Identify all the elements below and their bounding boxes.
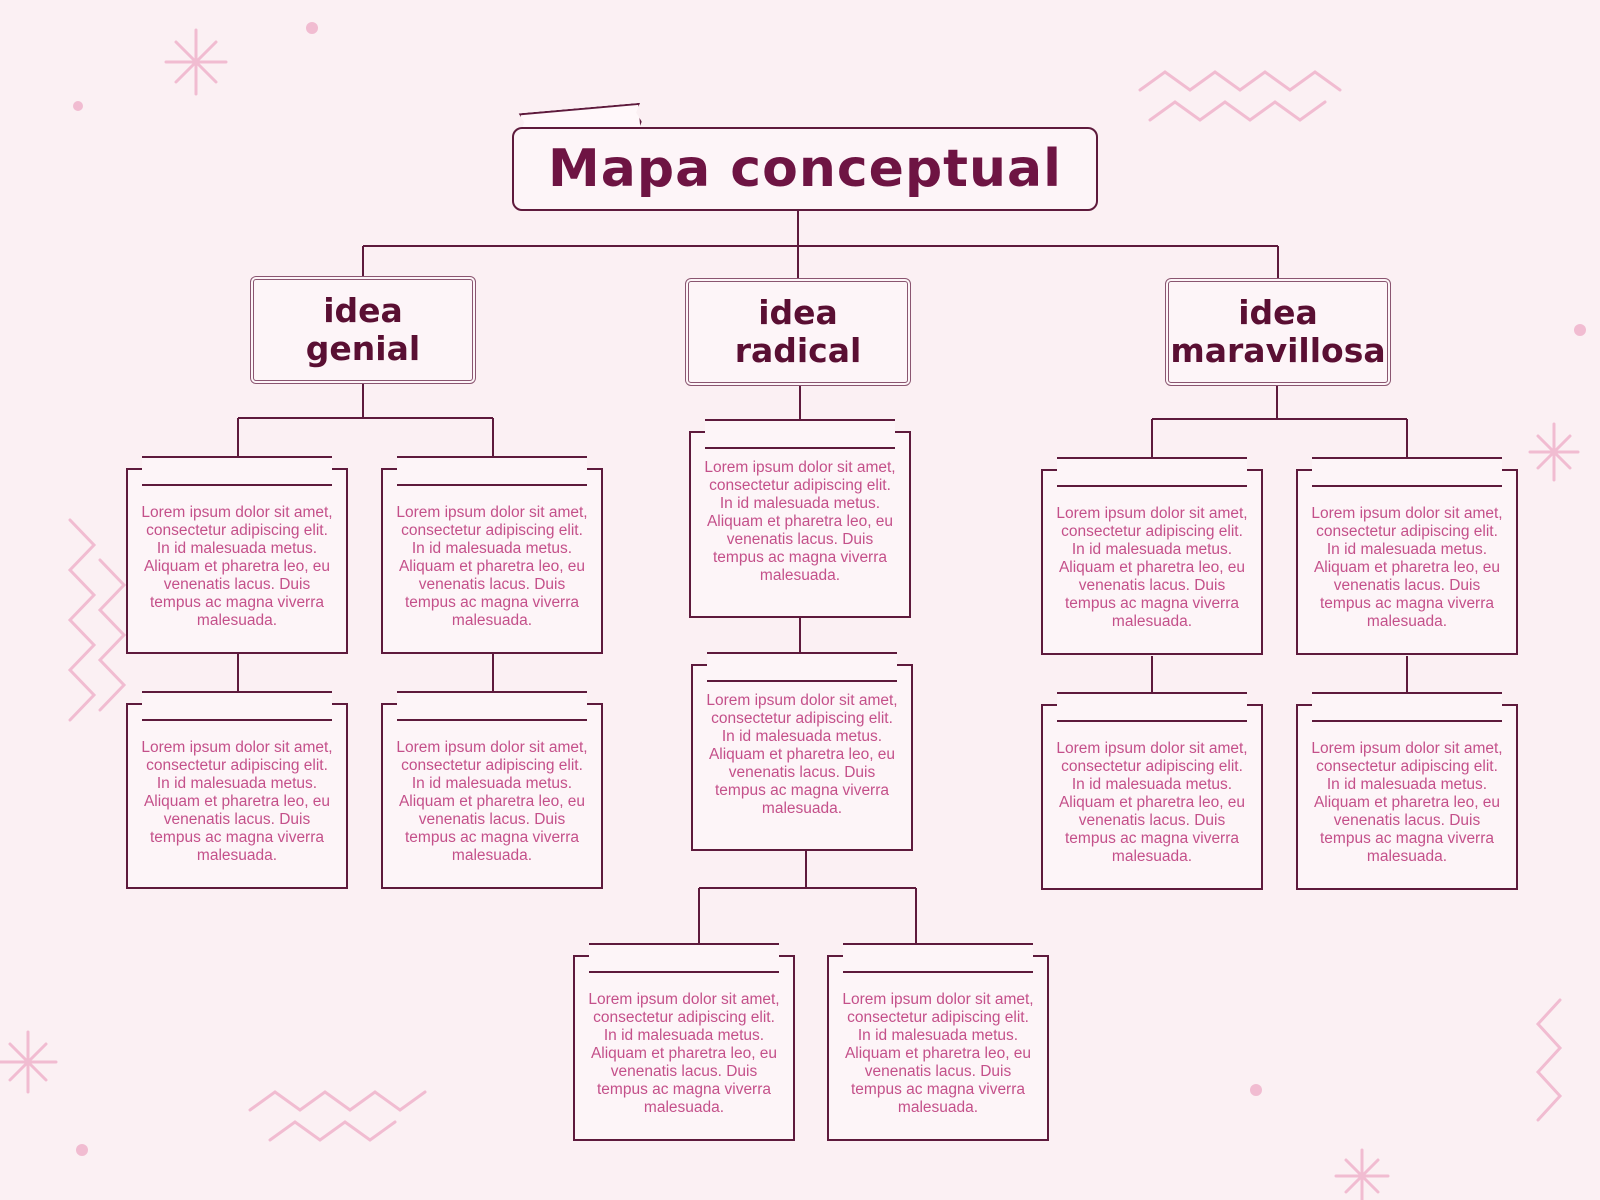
dot-decoration: [73, 101, 83, 111]
note-tape: [705, 419, 895, 449]
star-decoration-bottom-left: [0, 1030, 58, 1094]
note-text: Lorem ipsum dolor sit amet, consectetur …: [706, 692, 898, 817]
note-tape: [707, 652, 897, 682]
note-text: Lorem ipsum dolor sit amet, consectetur …: [1056, 740, 1248, 865]
note-card: Lorem ipsum dolor sit amet, consectetur …: [827, 943, 1049, 1141]
dot-decoration: [1250, 1084, 1262, 1096]
note-card: Lorem ipsum dolor sit amet, consectetur …: [126, 456, 348, 654]
note-card: Lorem ipsum dolor sit amet, consectetur …: [126, 691, 348, 889]
note-card: Lorem ipsum dolor sit amet, consectetur …: [1296, 692, 1518, 890]
note-tape: [397, 456, 587, 486]
note-tape: [142, 456, 332, 486]
title-box: Mapa conceptual: [512, 127, 1098, 211]
wave-decoration-top-right: [1138, 70, 1342, 92]
idea-node-genial: idea genial: [250, 276, 476, 384]
note-tape: [397, 691, 587, 721]
note-tape: [589, 943, 779, 973]
wave-decoration-top-right-2: [1148, 100, 1327, 122]
note-text: Lorem ipsum dolor sit amet, consectetur …: [704, 459, 896, 584]
idea-node-maravillosa: idea maravillosa: [1165, 278, 1391, 386]
note-text: Lorem ipsum dolor sit amet, consectetur …: [1311, 505, 1503, 630]
wave-decoration-left: [67, 518, 97, 722]
star-decoration-top-left: [164, 28, 228, 96]
note-card: Lorem ipsum dolor sit amet, consectetur …: [1041, 692, 1263, 890]
note-tape: [1312, 457, 1502, 487]
note-text: Lorem ipsum dolor sit amet, consectetur …: [1056, 505, 1248, 630]
star-decoration-bottom-right: [1334, 1148, 1390, 1200]
note-tape: [843, 943, 1033, 973]
wave-decoration-bottom-right: [1535, 998, 1563, 1122]
wave-decoration-bottom: [248, 1090, 427, 1112]
note-text: Lorem ipsum dolor sit amet, consectetur …: [588, 991, 780, 1116]
note-tape: [1057, 692, 1247, 722]
wave-decoration-bottom-2: [268, 1120, 397, 1142]
note-tape: [1312, 692, 1502, 722]
note-text: Lorem ipsum dolor sit amet, consectetur …: [396, 504, 588, 629]
note-text: Lorem ipsum dolor sit amet, consectetur …: [1311, 740, 1503, 865]
note-card: Lorem ipsum dolor sit amet, consectetur …: [381, 456, 603, 654]
note-tape: [1057, 457, 1247, 487]
note-card: Lorem ipsum dolor sit amet, consectetur …: [381, 691, 603, 889]
dot-decoration: [1574, 324, 1586, 336]
dot-decoration: [76, 1144, 88, 1156]
note-card: Lorem ipsum dolor sit amet, consectetur …: [691, 652, 913, 851]
note-text: Lorem ipsum dolor sit amet, consectetur …: [141, 504, 333, 629]
idea-node-radical: idea radical: [685, 278, 911, 386]
note-text: Lorem ipsum dolor sit amet, consectetur …: [396, 739, 588, 864]
note-card: Lorem ipsum dolor sit amet, consectetur …: [1041, 457, 1263, 655]
note-tape: [142, 691, 332, 721]
wave-decoration-left-2: [97, 558, 127, 712]
note-card: Lorem ipsum dolor sit amet, consectetur …: [573, 943, 795, 1141]
note-card: Lorem ipsum dolor sit amet, consectetur …: [1296, 457, 1518, 655]
note-text: Lorem ipsum dolor sit amet, consectetur …: [842, 991, 1034, 1116]
dot-decoration: [306, 22, 318, 34]
note-card: Lorem ipsum dolor sit amet, consectetur …: [689, 419, 911, 618]
note-text: Lorem ipsum dolor sit amet, consectetur …: [141, 739, 333, 864]
page-title: Mapa conceptual: [548, 139, 1062, 199]
star-decoration-right: [1528, 422, 1580, 482]
